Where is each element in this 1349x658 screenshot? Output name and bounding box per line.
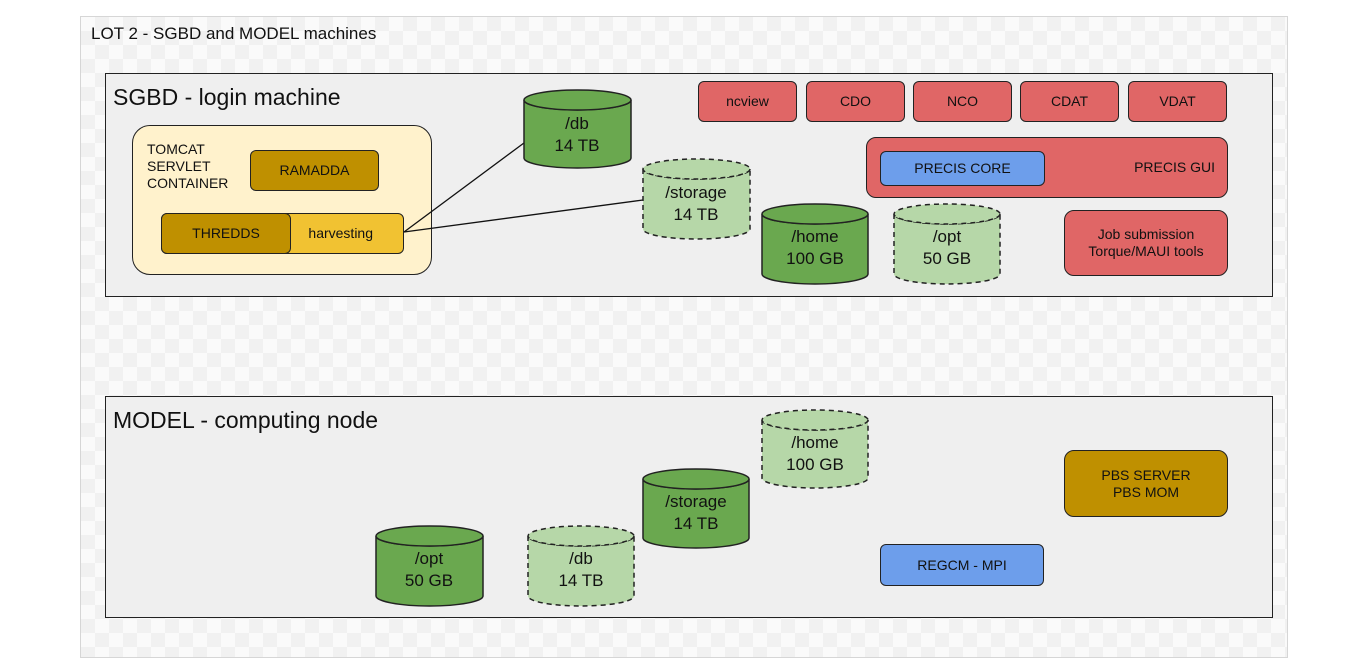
sgbd-db-cylinder — [523, 89, 632, 169]
sgbd-machine-title: SGBD - login machine — [113, 84, 341, 110]
model-home-name: /home — [791, 433, 839, 452]
sgbd-home-label: /home 100 GB — [760, 226, 870, 270]
container-label-line-3: CONTAINER — [147, 175, 229, 191]
model-opt-name: /opt — [414, 549, 444, 568]
tool-nco: NCO — [913, 81, 1012, 122]
model-opt-label: /opt 50 GB — [374, 548, 484, 592]
model-db-size: 14 TB — [558, 571, 604, 590]
tool-ncview: ncview — [698, 81, 797, 122]
sgbd-storage-size: 14 TB — [673, 205, 719, 224]
container-label-line-2: SERVLET — [147, 158, 211, 174]
model-opt-size: 50 GB — [404, 571, 454, 590]
tool-cdo: CDO — [806, 81, 905, 122]
container-label-line-1: TOMCAT — [147, 141, 205, 157]
sgbd-home-name: /home — [791, 227, 839, 246]
tool-vdat: VDAT — [1128, 81, 1227, 122]
sgbd-db-size: 14 TB — [554, 136, 600, 155]
harvesting-label: harvesting — [308, 225, 373, 241]
model-home-size: 100 GB — [786, 455, 844, 474]
job-submission-line-1: Job submission — [1097, 226, 1195, 242]
model-opt-cylinder — [375, 525, 484, 607]
model-storage-name: /storage — [665, 492, 727, 511]
model-home-cylinder — [761, 409, 869, 489]
sgbd-opt-name: /opt — [932, 227, 962, 246]
sgbd-opt-size: 50 GB — [922, 249, 972, 268]
model-storage-label: /storage 14 TB — [641, 491, 751, 535]
model-db-cylinder — [527, 525, 635, 607]
model-machine-title: MODEL - computing node — [113, 407, 379, 433]
sgbd-home-cylinder — [761, 203, 869, 285]
pbs-box: PBS SERVER PBS MOM — [1064, 450, 1228, 517]
regcm-box: REGCM - MPI — [880, 544, 1044, 586]
model-home-label: /home 100 GB — [760, 432, 870, 476]
sgbd-home-size: 100 GB — [786, 249, 844, 268]
sgbd-storage-label: /storage 14 TB — [641, 182, 751, 226]
sgbd-opt-label: /opt 50 GB — [892, 226, 1002, 270]
sgbd-storage-cylinder — [642, 158, 751, 240]
model-db-name: /db — [569, 549, 593, 568]
sgbd-db-name: /db — [565, 114, 589, 133]
pbs-line-1: PBS SERVER — [1101, 466, 1191, 483]
tool-cdat: CDAT — [1020, 81, 1119, 122]
sgbd-db-label: /db 14 TB — [522, 113, 632, 157]
job-submission-line-2: Torque/MAUI tools — [1088, 243, 1204, 259]
sgbd-opt-cylinder — [893, 203, 1001, 285]
model-storage-cylinder — [642, 468, 750, 549]
connector-harvesting-db — [403, 139, 529, 233]
model-db-label: /db 14 TB — [526, 548, 636, 592]
model-storage-size: 14 TB — [673, 514, 719, 533]
ramadda-box: RAMADDA — [250, 150, 379, 191]
pbs-line-2: PBS MOM — [1112, 483, 1180, 500]
thredds-box: THREDDS — [161, 213, 291, 254]
precis-gui-label: PRECIS GUI — [1134, 159, 1215, 175]
connector-harvesting-storage — [403, 199, 644, 233]
tomcat-container-label: TOMCAT SERVLET CONTAINER — [147, 141, 228, 192]
sgbd-storage-name: /storage — [665, 183, 727, 202]
job-submission-box: Job submission Torque/MAUI tools — [1064, 210, 1228, 276]
precis-core-box: PRECIS CORE — [880, 151, 1045, 186]
page-title: LOT 2 - SGBD and MODEL machines — [91, 24, 377, 43]
